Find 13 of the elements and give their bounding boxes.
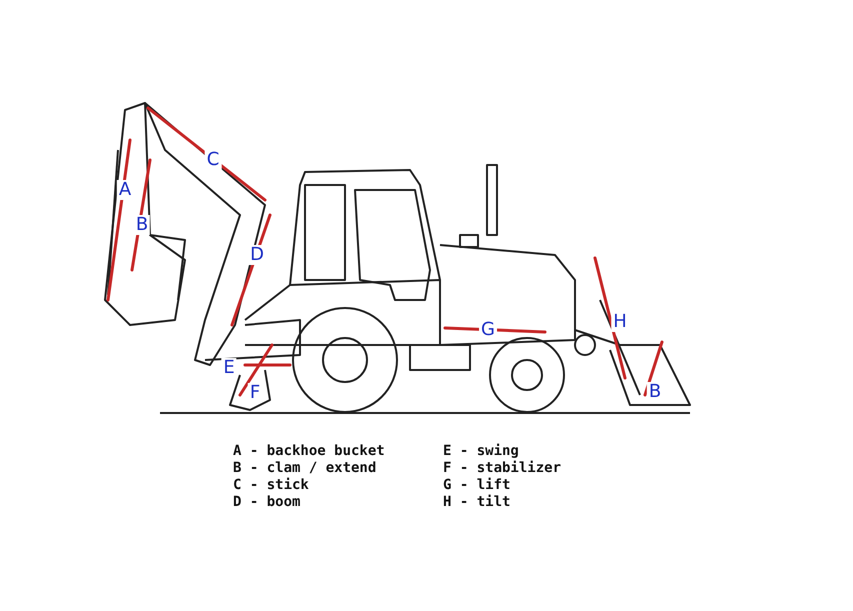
key-entry: E - swing (443, 443, 519, 460)
key-entry: H - tilt (443, 494, 510, 511)
callout-letter: A (116, 180, 134, 200)
callout-letter: D (248, 245, 266, 265)
key-entry: C - stick (233, 477, 309, 494)
key-entry: G - lift (443, 477, 510, 494)
callout-letter: B (134, 215, 150, 235)
key-entry: A - backhoe bucket (233, 443, 385, 460)
key-entry: B - clam / extend (233, 460, 376, 477)
callout-letter: F (248, 383, 262, 403)
key-entry: F - stabilizer (443, 460, 562, 477)
key-entry: D - boom (233, 494, 300, 511)
callout-letter: C (204, 150, 222, 170)
